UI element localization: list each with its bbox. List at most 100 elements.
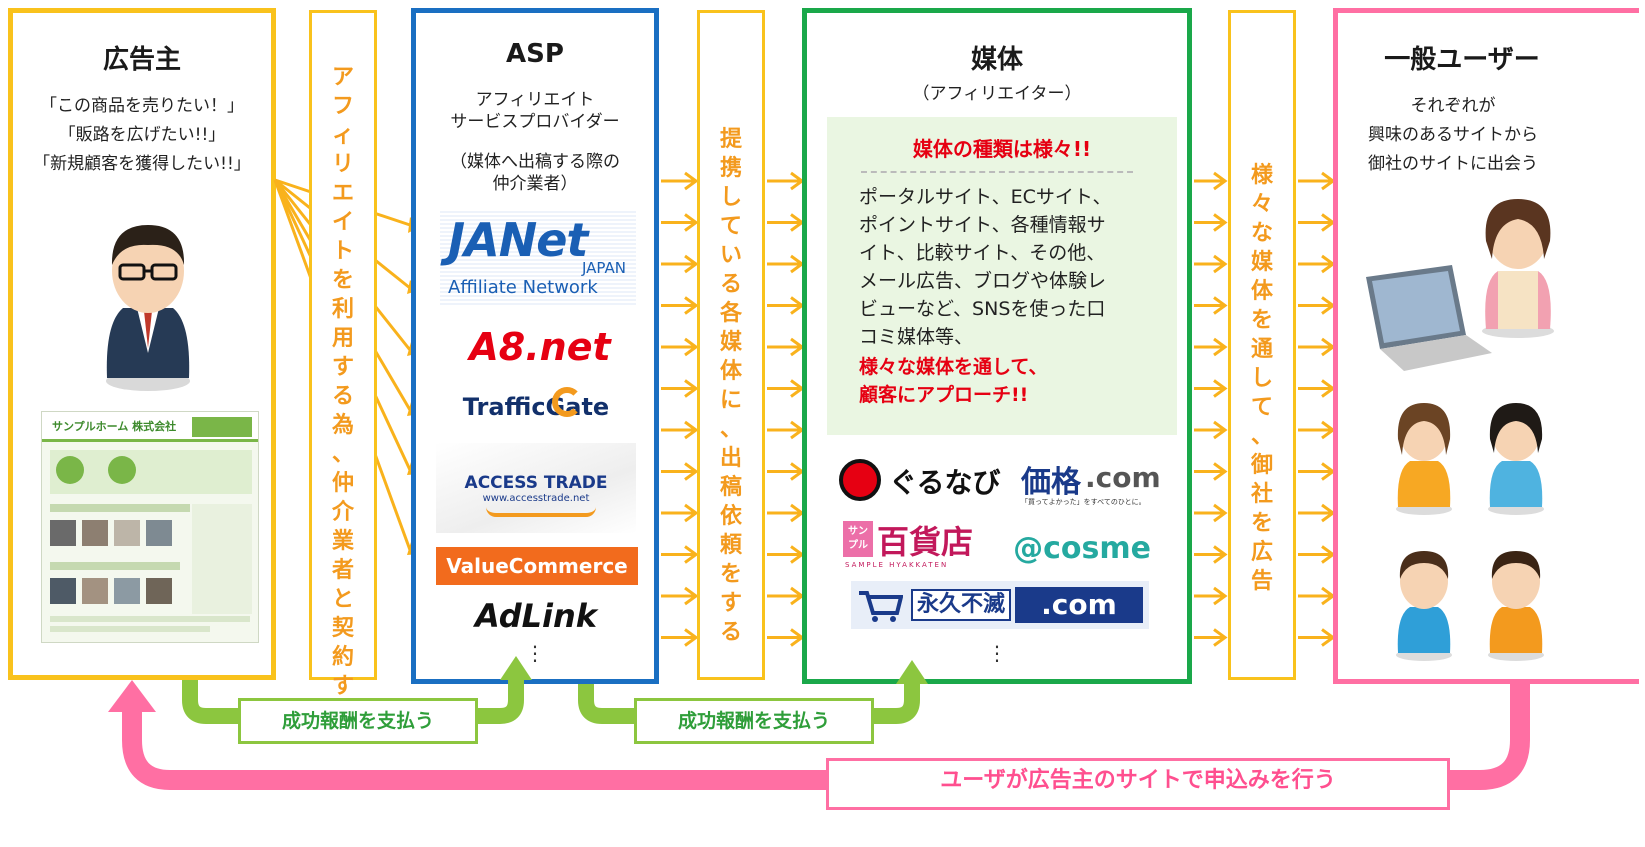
contract-vertical-char: す (331, 355, 354, 380)
media-info-box: 媒体の種類は様々!! ポータルサイト、ECサイト、ポイントサイト、各種情報サイト… (827, 117, 1177, 435)
placement-vertical-char: 頼 (719, 533, 742, 558)
contract-vertical-char: イ (331, 210, 354, 235)
contract-vertical-char: 者 (331, 558, 354, 583)
valuecommerce-logo: ValueCommerce (436, 547, 638, 585)
advertise-column: 様々な媒体を通して、御社を広告 (1228, 10, 1296, 680)
asp-out-arrowhead (684, 628, 699, 647)
users-line-2: 興味のあるサイトから (1368, 125, 1538, 145)
asp-subtitle-2: サービスプロバイダー (450, 112, 620, 132)
advertise-vertical-char: を (1250, 511, 1273, 536)
advertise-vertical-char: 告 (1250, 569, 1273, 594)
users-panel: 一般ユーザー それぞれが 興味のあるサイトから 御社のサイトに出会う (1333, 8, 1639, 684)
asp-out-arrowhead (684, 337, 699, 357)
media-to-column3-arrows (1194, 171, 1228, 647)
media-emphasis-line: 様々な媒体を通して、 (859, 356, 1048, 378)
sample-hyakkaten-logo: サンプル 百貨店 SAMPLE HYAKKATEN (843, 521, 974, 569)
media-body-line: ポイントサイト、各種情報サ (859, 214, 1106, 236)
media-out-arrowhead (1213, 254, 1228, 274)
media-ellipsis: ⋮ (987, 641, 1007, 665)
media-out-arrowhead (1213, 337, 1228, 357)
advertise-vertical-char: な (1250, 221, 1273, 246)
media-out-arrowhead (1213, 503, 1228, 523)
placement-vertical-char: る (719, 272, 742, 297)
contract-vertical-char: ト (331, 239, 354, 264)
media-out-arrowhead (1213, 420, 1228, 440)
asp-out-arrowhead (684, 586, 699, 606)
contract-vertical-char: 、 (331, 442, 354, 467)
asp-out-arrowhead (684, 213, 699, 232)
advertise-vertical-char: 広 (1250, 540, 1273, 565)
boy-user-icon-2 (1488, 551, 1544, 661)
placement-vertical-char: 携 (719, 156, 742, 181)
media-out-arrowhead (1213, 296, 1228, 315)
advertiser-quote-1: 「この商品を売りたい！」 (40, 96, 244, 116)
laptop-icon (1366, 265, 1492, 371)
media-emphasis-line: 顧客にアプローチ!! (859, 384, 1029, 406)
asp-out-arrowhead (684, 379, 699, 398)
shopping-cart-icon (859, 591, 903, 622)
media-body-line: メール広告、ブログや体験レ (859, 270, 1107, 292)
advertise-vertical-char: し (1250, 366, 1273, 391)
asp-out-arrowhead (684, 296, 699, 315)
media-out-arrowhead (1213, 586, 1228, 606)
accesstrade-logo: ACCESS TRADE www.accesstrade.net (436, 443, 636, 533)
placement-vertical-char: し (719, 185, 742, 210)
asp-out-arrowhead (684, 503, 699, 523)
asp-ellipsis: ⋮ (525, 641, 545, 665)
apply-label: ユーザが広告主のサイトで申込みを行う (826, 758, 1450, 810)
column2-to-media-arrows (767, 171, 805, 647)
contract-vertical-char: と (331, 587, 354, 612)
users-line-3: 御社のサイトに出会う (1368, 154, 1538, 174)
contract-vertical-char: ィ (331, 123, 354, 148)
contract-vertical-char: フ (331, 94, 354, 119)
advertiser-panel: 広告主 「この商品を売りたい！」 「販路を広げたい!!」 「新規顧客を獲得したい… (8, 8, 276, 680)
users-title: 一般ユーザー (1384, 45, 1540, 75)
contract-vertical-char: す (331, 674, 354, 699)
asp-note-2: 仲介業者） (492, 174, 578, 194)
placement-vertical-char: 依 (719, 504, 742, 529)
asp-to-column2-arrows (661, 171, 699, 647)
advertise-vertical-char: 体 (1250, 279, 1273, 304)
asp-out-arrowhead (684, 462, 699, 481)
advertise-vertical-text: 様々な媒体を通して、御社を広告 (1231, 161, 1293, 596)
media-body-line: イト、比較サイト、その他、 (859, 242, 1106, 264)
contract-vertical-char: る (331, 384, 354, 409)
media-out-arrowhead (1213, 628, 1228, 647)
adlink-logo: AdLink (474, 597, 598, 635)
placement-vertical-char: 出 (719, 446, 742, 471)
advertise-vertical-char: 社 (1250, 482, 1273, 507)
kakaku-logo: 価格 .com 「買ってよかった」をすべてのひとに。 (1021, 461, 1161, 506)
cosme-logo: @cosme (1013, 530, 1151, 566)
advertise-vertical-char: を (1250, 308, 1273, 333)
placement-column: 提携している各媒体に、出稿依頼をする (697, 10, 765, 680)
placement-vertical-text: 提携している各媒体に、出稿依頼をする (700, 125, 762, 647)
contract-vertical-char: を (331, 268, 354, 293)
media-out-arrowhead (1213, 213, 1228, 232)
placement-vertical-char: を (719, 562, 742, 587)
contract-vertical-char: リ (331, 152, 354, 177)
contract-vertical-char: ア (331, 65, 354, 90)
businessman-icon (106, 225, 190, 391)
media-out-arrowhead (1213, 462, 1228, 481)
contract-vertical-char: エ (331, 181, 354, 206)
girl-user-icon-1 (1396, 403, 1452, 515)
media-title: 媒体 (970, 45, 1023, 75)
asp-out-arrowhead (684, 545, 699, 564)
placement-vertical-char: す (719, 591, 742, 616)
payment-label-1: 成功報酬を支払う (238, 698, 478, 744)
girl-user-icon-2 (1488, 403, 1544, 515)
site-logo: サンプルホーム 株式会社 (52, 420, 177, 433)
advertise-vertical-char: 媒 (1250, 250, 1273, 275)
media-body-line: コミ媒体等、 (859, 326, 974, 348)
advertiser-quote-2: 「販路を広げたい!!」 (58, 125, 226, 145)
placement-vertical-char: 、 (719, 417, 742, 442)
placement-vertical-char: る (719, 620, 742, 645)
placement-vertical-char: 稿 (719, 475, 742, 500)
media-body-line: ビューなど、SNSを使った口 (859, 298, 1106, 320)
contract-vertical-char: 仲 (331, 471, 354, 496)
asp-panel: ASP アフィリエイト サービスプロバイダー （媒体へ出稿する際の 仲介業者） … (411, 8, 659, 684)
placement-vertical-char: 媒 (719, 330, 742, 355)
contract-vertical-char: 業 (331, 529, 354, 554)
